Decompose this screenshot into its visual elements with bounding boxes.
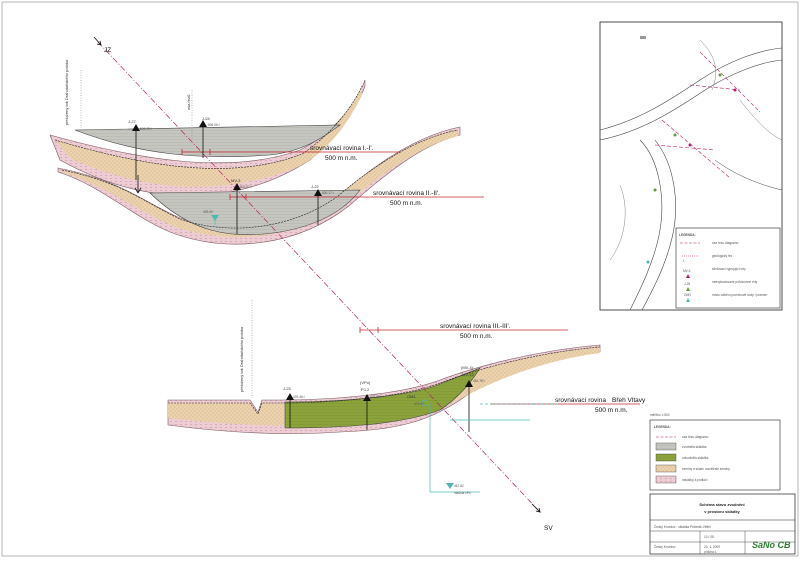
plane-3-elev: 500 m n.m. — [460, 333, 493, 340]
title-row-1: Český Krumlov - skládka Pečerák-Větřní — [654, 524, 711, 529]
swatch-soil — [655, 464, 677, 473]
direction-jz: JZ — [104, 47, 111, 54]
bh-val-j23: 476.46 t — [293, 395, 305, 399]
bh-name-mv13: MV-13 — [462, 372, 474, 377]
company-logo: SaNo CB — [752, 540, 791, 550]
bh-val-j27: 506.33 t — [140, 127, 152, 131]
plane-4-elev: 500 m n.m. — [595, 407, 628, 414]
map-legend-title: LEGENDA: — [679, 233, 696, 237]
section-legend: měřítko 1:500 LEGENDA: osa řezu diagramu… — [649, 413, 781, 491]
title-row-3-value: příloha č. — [704, 550, 717, 554]
stream-label-2: přeložený tok Drahotaňského potoka — [239, 326, 244, 392]
plane-1-elev: 500 m n.m. — [325, 155, 358, 162]
bh-name-pj2: PJ-2 — [361, 387, 370, 392]
map-legend-j-code: J-25 — [684, 282, 690, 286]
map-legend-item-3: sledovací vypojující vrty — [712, 267, 746, 271]
plane-2-elev: 500 m n.m. — [390, 200, 423, 207]
map-legend-mv-code: MV-3 — [683, 269, 691, 273]
axis-line — [97, 41, 541, 513]
map-legend-item-4: neexploatované průzkumné vrty — [712, 280, 758, 284]
title-line-2: v prostoru skládky — [704, 509, 740, 514]
title-row-2-value: 20. 1. 2009 — [704, 545, 720, 549]
bh-name-j22: J-22 — [311, 184, 320, 189]
borehole-j23 — [286, 393, 294, 428]
plane-4-label: srovnávací rovina — [555, 397, 606, 404]
water-value-1: 493.50 — [203, 210, 213, 214]
om-marker-icon — [686, 298, 690, 302]
map-legend-item-5: místo odběru povrchové vody / pramen — [712, 293, 768, 297]
section-3 — [167, 344, 601, 434]
plane-2-label: srovnávací rovina II.-II'. — [373, 190, 440, 197]
title-row-3-label: Český Krumlov — [654, 544, 676, 549]
arrow-sv-icon — [531, 503, 542, 513]
map-legend-cross-code: I. — [683, 259, 685, 263]
om1-value: 474.67 — [414, 402, 424, 406]
direction-sv: SV — [544, 525, 553, 532]
title-line-1: Schéma stavu zvodnění — [699, 502, 745, 507]
axis-label: osa řezů — [186, 95, 191, 110]
map-legend-item-1: osa řezu diagramu — [712, 241, 739, 245]
bh-val-pj2: 475.98 t — [370, 395, 382, 399]
om1-label: OM1 — [407, 394, 416, 399]
borehole-mv13 — [465, 380, 473, 432]
swatch-grey — [655, 442, 677, 451]
section-1 — [49, 79, 366, 196]
plane-1-label: srovnávací rovina I.-I'. — [310, 145, 374, 152]
swatch-green — [655, 453, 677, 462]
bh-val-j24: 506.06 t — [208, 123, 220, 127]
water-levels — [211, 215, 560, 493]
title-row-2-label: 10 / 08 — [704, 535, 714, 539]
borehole-mv3 — [233, 183, 241, 234]
bh-name-j23: J-23 — [283, 386, 292, 391]
borehole-pj2 — [363, 394, 371, 430]
bh-val-mv13: 481.78 t — [473, 379, 485, 383]
map-legend-om-code: OM1 — [684, 293, 691, 297]
bh-val-j22: 500.17 t — [322, 191, 334, 195]
section-legend-item-4: zeminy a skalní rozvětralé zeminy — [682, 467, 730, 471]
water-value-2-sub: hladina vPo — [454, 491, 471, 495]
bh-name-j27: J-27 — [128, 119, 137, 124]
borehole-j24 — [199, 120, 207, 158]
bh-name-mv4: (MV-4) — [461, 365, 474, 370]
borehole-j22 — [314, 189, 322, 225]
j-marker-icon — [686, 287, 690, 291]
map-legend: LEGENDA: osa řezu diagramu I. geologický… — [675, 227, 781, 309]
map-legend-item-2: geologický řez — [712, 254, 733, 258]
plane-3-label: srovnávací rovina III.-III'. — [440, 323, 511, 330]
section-legend-item-1: osa řezu diagramu — [682, 435, 709, 439]
bh-name-j24: J-24 — [202, 116, 211, 121]
stream-label-1: přeložený tok Drahotaňského potoka — [64, 59, 69, 125]
section-legend-item-5: navážky a podloží — [682, 478, 708, 482]
section-legend-item-3: odvodnělá skládka — [682, 456, 709, 460]
mv-marker-icon — [686, 274, 690, 278]
bh-name-mv3: MV-3 — [231, 178, 241, 183]
section-legend-item-2: zvodnělá skládka — [682, 445, 707, 449]
bh-val-mv3: 502.57 t — [240, 185, 252, 189]
legend-scale: měřítko 1:500 — [650, 413, 670, 417]
water-value-2: 467.82 — [454, 484, 464, 488]
arrow-jz-icon — [93, 36, 102, 46]
bh-name-vpo: (VPo) — [360, 380, 371, 385]
section-2 — [57, 126, 461, 245]
swatch-bedrock — [655, 475, 677, 484]
title-block: Schéma stavu zvodnění v prostoru skládky… — [649, 493, 796, 555]
borehole-j27 — [132, 124, 140, 180]
section-legend-title: LEGENDA: — [654, 425, 671, 429]
plane-4-extra: Břeh Vltavy — [612, 397, 646, 404]
